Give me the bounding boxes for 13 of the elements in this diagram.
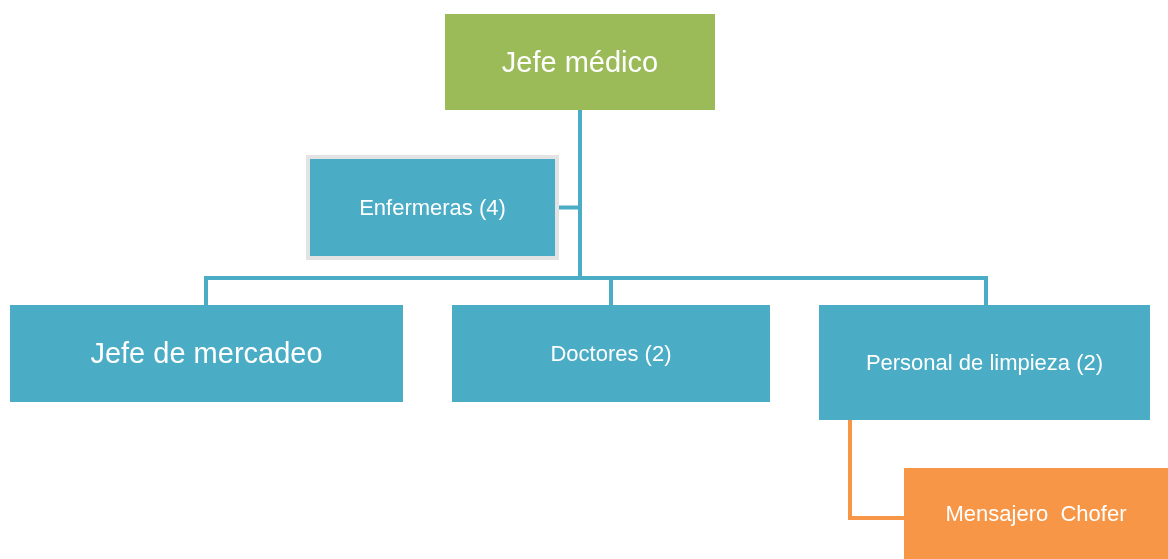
role-label: Doctores (2) bbox=[550, 340, 672, 367]
org-box bbox=[452, 305, 770, 402]
role-label: Enfermeras (4) bbox=[359, 194, 506, 221]
role-label: Jefe médico bbox=[501, 45, 659, 79]
role-label: Personal de limpieza (2) bbox=[865, 349, 1104, 376]
org-box bbox=[904, 468, 1168, 559]
role-label: Jefe de mercadeo bbox=[90, 337, 323, 370]
org-box bbox=[445, 14, 715, 110]
org-box bbox=[819, 305, 1150, 420]
role-label: Mensajero Chofer bbox=[945, 500, 1127, 527]
org-box bbox=[306, 155, 559, 260]
connector-line bbox=[848, 420, 904, 520]
org-box bbox=[10, 305, 403, 402]
